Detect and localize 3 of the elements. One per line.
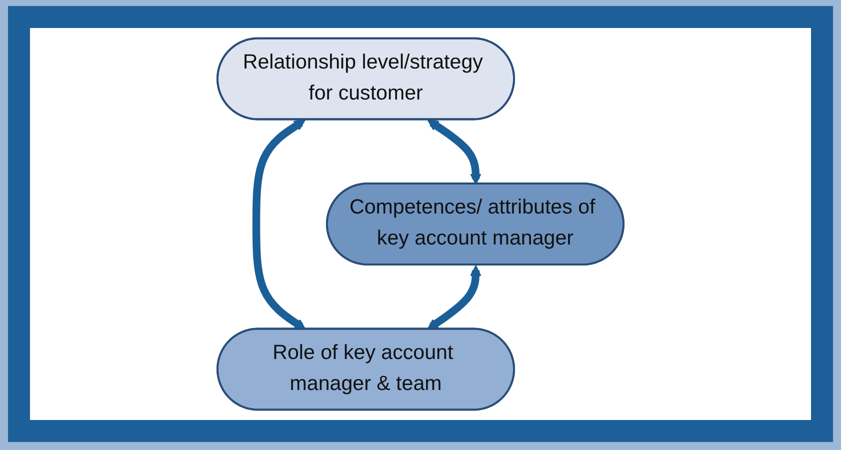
arrow bbox=[427, 120, 482, 185]
arrow bbox=[252, 119, 306, 330]
arrow bbox=[426, 265, 482, 330]
